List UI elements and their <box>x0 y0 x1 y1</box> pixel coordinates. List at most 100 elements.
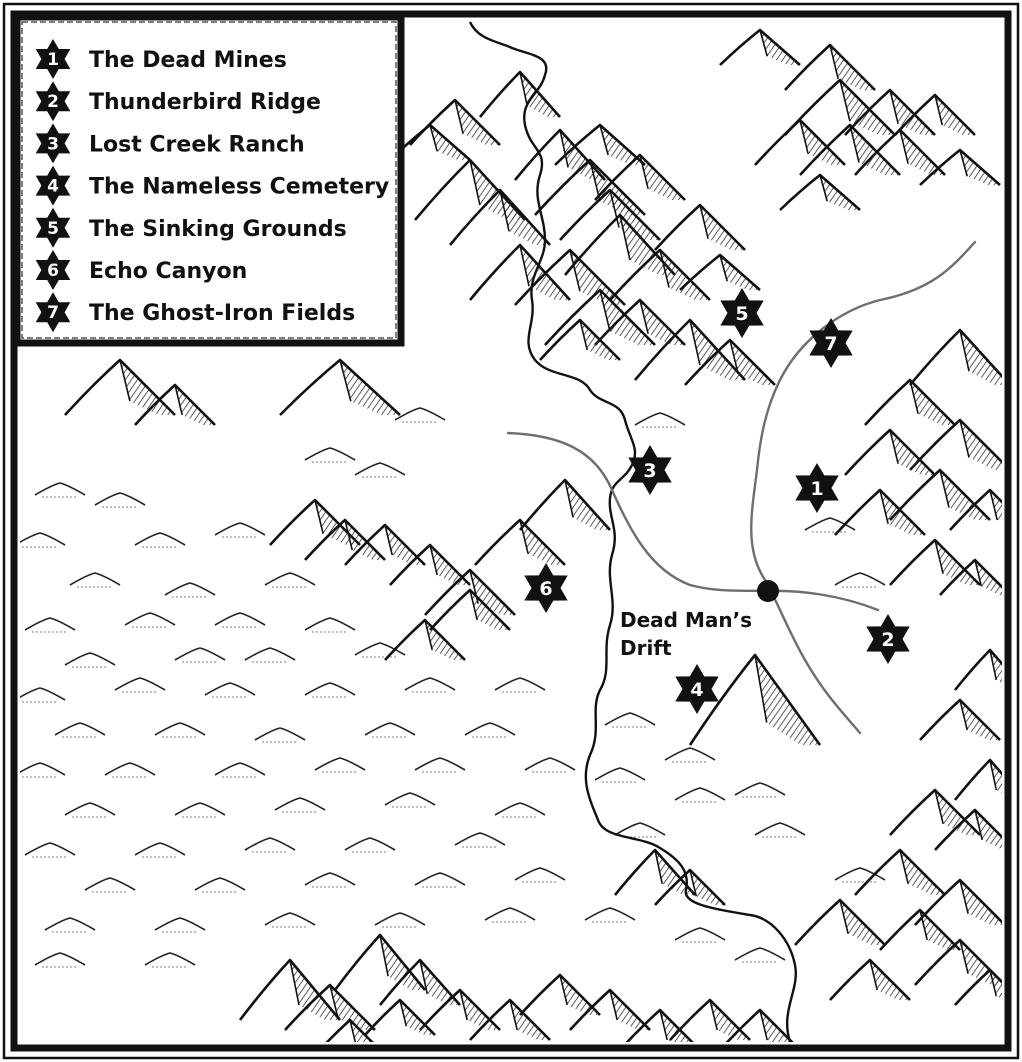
grass-tuft <box>494 677 546 691</box>
mountain-peak <box>654 868 726 906</box>
mountain-peak <box>429 588 511 631</box>
grass-tuft <box>314 757 366 771</box>
grass-tuft <box>524 757 576 771</box>
legend-label: The Sinking Grounds <box>89 217 347 242</box>
mountain-peak <box>879 908 961 951</box>
grass-tuft <box>244 837 296 851</box>
grass-tuft <box>84 877 136 891</box>
town-label-line2: Drift <box>620 636 672 660</box>
marker-number: 3 <box>643 460 656 482</box>
grass-tuft <box>404 677 456 691</box>
grass-tuft <box>344 837 396 851</box>
marker-number: 1 <box>810 478 823 500</box>
roads <box>506 240 977 735</box>
grass-tuft <box>64 652 116 666</box>
mountain-peak <box>564 213 676 276</box>
location-marker-6[interactable]: 6 <box>524 563 568 613</box>
grass-tuft <box>134 532 186 546</box>
mountain-peak <box>688 653 822 746</box>
location-marker-1[interactable]: 1 <box>795 463 839 513</box>
grass-tuft <box>664 747 716 761</box>
mountain-peak <box>939 558 1002 596</box>
grass-tuft <box>494 802 546 816</box>
grass-tuft <box>254 727 306 741</box>
grass-tuft <box>674 787 726 801</box>
mountain-peak <box>534 158 646 216</box>
mountain-peak <box>934 808 1002 851</box>
mountain-peak <box>784 43 876 91</box>
mountain-peak <box>613 848 696 896</box>
town-icon <box>757 580 779 602</box>
star-icon <box>524 563 568 613</box>
grass-tuft <box>20 687 66 701</box>
grass-tuft <box>144 952 196 966</box>
mountain-peak <box>478 70 561 118</box>
grass-tuft <box>134 842 186 856</box>
location-marker-7[interactable]: 7 <box>809 318 853 368</box>
grass-tuft <box>514 867 566 881</box>
star-icon <box>35 39 71 79</box>
grass-tuft <box>20 532 66 546</box>
mountain-peak <box>799 123 901 176</box>
mountain-peak <box>953 648 1002 691</box>
legend-label: The Ghost-Iron Fields <box>89 301 355 326</box>
mountain-peak <box>894 93 976 136</box>
mountain-peak <box>919 698 1001 741</box>
star-icon <box>35 292 71 333</box>
town-dead-mans-drift[interactable]: Dead Man’s Drift <box>620 580 779 660</box>
grass-tuft <box>69 572 121 586</box>
grass-tuft <box>304 682 356 696</box>
legend-number: 2 <box>47 92 59 112</box>
mountain-peak <box>854 848 946 896</box>
mountain-peak <box>784 78 896 136</box>
grass-tuft <box>604 712 656 726</box>
location-marker-2[interactable]: 2 <box>866 614 910 664</box>
marker-number: 5 <box>735 303 748 325</box>
mountain-peak <box>238 958 341 1021</box>
mountain-peak <box>384 618 466 661</box>
mountain-peak <box>754 118 846 166</box>
legend-label: Echo Canyon <box>89 259 247 284</box>
star-icon <box>866 614 910 664</box>
mountain-peak <box>279 358 401 416</box>
grass-tuft <box>164 582 216 596</box>
grass-tuft <box>414 872 466 886</box>
grass-tuft <box>64 802 116 816</box>
mountain-peak <box>284 983 376 1031</box>
grass-tuft <box>264 572 316 586</box>
mountain-peak <box>684 338 776 386</box>
mountain-peak <box>844 428 936 476</box>
grass-tuft <box>154 722 206 736</box>
grass-tuft <box>614 822 666 836</box>
mountain-peak <box>954 968 1002 1006</box>
legend-item: 7 The Ghost-Iron Fields <box>35 292 355 333</box>
river <box>468 21 798 1042</box>
mountain-peak <box>304 518 386 561</box>
legend-number: 5 <box>47 219 59 239</box>
mountain-peak <box>134 383 216 426</box>
grass-tuft <box>174 647 226 661</box>
grass-tuft <box>94 492 146 506</box>
grass-tuft <box>174 802 226 816</box>
town-label-line1: Dead Man’s <box>620 608 752 632</box>
grass-tuft <box>124 612 176 626</box>
grass-tuft <box>274 797 326 811</box>
grass-tuft <box>304 872 356 886</box>
legend-number: 7 <box>47 303 59 323</box>
location-marker-4[interactable]: 4 <box>675 664 719 714</box>
mountain-peak <box>519 973 601 1016</box>
grass-tuft <box>214 522 266 536</box>
mountain-peak <box>889 788 981 836</box>
mountain-peak <box>364 998 436 1036</box>
mountain-peak <box>889 538 981 586</box>
location-marker-3[interactable]: 3 <box>628 445 672 495</box>
mountain-peak <box>554 123 646 166</box>
location-marker-5[interactable]: 5 <box>720 288 764 338</box>
marker-number: 6 <box>539 578 552 600</box>
